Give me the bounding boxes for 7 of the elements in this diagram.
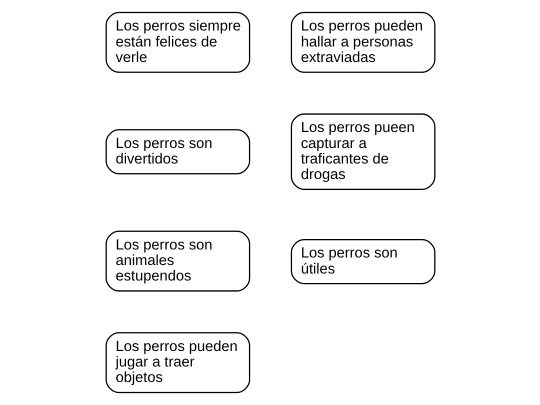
node-box: Los perros siempre están felices de verle	[105, 12, 250, 73]
node-box: Los perros pueden jugar a traer objetos	[105, 332, 250, 394]
node-box: Los perros pueen capturar a traficantes de drogas	[290, 113, 435, 190]
node-box: Los perros son divertidos	[105, 129, 250, 174]
node-box: Los perros pueden hallar a personas extraviadas	[290, 12, 435, 73]
node-box: Los perros son útiles	[290, 239, 435, 284]
node-box: Los perros son animales estupendos	[105, 230, 250, 292]
